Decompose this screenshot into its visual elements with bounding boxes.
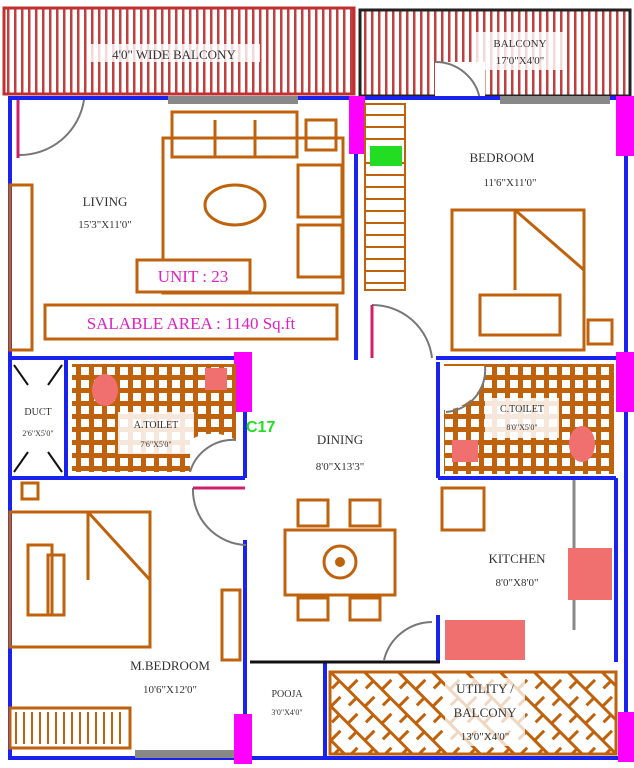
utility-label: UTILITY / [456,681,514,696]
sink-icon [445,620,525,660]
utility-label-2: BALCONY [454,705,517,720]
kitchen-label: KITCHEN [488,551,546,566]
salable-area-box [43,303,339,341]
wide-balcony-label: 4'0" WIDE BALCONY [112,47,236,62]
bedroom-size: 11'6"X11'0" [483,177,536,189]
balcony-size: 17'0"X4'0" [496,55,544,67]
utility-size: 13'0"X4'0" [461,731,509,743]
m-bedroom-label: M.BEDROOM [130,658,210,673]
duct: DUCT 2'6"X5'0" [13,364,63,473]
bedside-table [20,481,40,501]
bedroom: BEDROOM 11'6"X11'0" [370,150,614,359]
columns [234,96,634,764]
wc-icon [569,426,595,462]
duct-size: 2'6"X5'0" [22,429,53,438]
pooja-label: POOJA [271,689,303,700]
fridge [440,486,486,532]
wc-icon [92,374,118,406]
sofa [170,110,299,159]
washbasin-icon [452,440,478,462]
a-toilet-label: A.TOILET [134,420,179,431]
c-toilet: C.TOILET 8'0"X5'0" [444,364,614,474]
wide-balcony: 4'0" WIDE BALCONY [2,6,356,96]
balcony: BALCONY 17'0"X4'0" [358,8,632,101]
tv-unit [8,183,34,352]
master-bedroom: M.BEDROOM 10'6"X12'0" [8,481,242,750]
unit-label-box [135,258,252,294]
chair [348,596,382,622]
m-bedroom-size: 10'6"X12'0" [143,684,197,696]
dining-label: DINING [317,432,363,447]
c-toilet-label: C.TOILET [500,404,544,415]
living-label: LIVING [83,194,128,209]
dining-table [283,528,397,597]
balcony-label: BALCONY [493,38,546,50]
pillows [478,293,562,337]
stove-icon [568,548,612,600]
living-room: LIVING 15'3"X11'0" UNIT : 23 SALABLE ARE… [8,99,345,352]
dining: DINING 8'0"X13'3" [191,432,486,622]
bedside-table [586,318,614,346]
kitchen: KITCHEN 8'0"X8'0" [383,480,612,661]
kitchen-size: 8'0"X8'0" [496,577,539,589]
unit-label: UNIT : 23 [158,267,229,286]
c-toilet-size: 8'0"X5'0" [506,423,537,432]
chair [348,498,382,528]
dining-size: 8'0"X13'3" [316,461,364,473]
chair [296,498,330,528]
living-size: 15'3"X11'0" [78,219,131,231]
utility-balcony: UTILITY / BALCONY 13'0"X4'0" [328,670,618,756]
a-toilet: A.TOILET 7'6"X5'0" C17 [72,364,275,473]
staircase [364,103,406,291]
bed [8,510,152,649]
chair [296,596,330,622]
wardrobe [8,706,132,750]
green-marker [370,146,402,166]
tv-unit [220,588,242,662]
armchair [296,223,344,279]
a-toilet-size: 7'6"X5'0" [140,440,171,449]
side-table [304,118,338,152]
bed [450,208,586,352]
washbasin-icon [205,368,227,390]
duct-label: DUCT [24,407,51,418]
pooja: POOJA 3'0"X4'0" [271,689,303,717]
column-marker-c17: C17 [246,419,275,436]
coffee-table [203,183,267,227]
armchair [296,163,344,219]
pooja-size: 3'0"X4'0" [271,708,302,717]
salable-area: SALABLE AREA : 1140 Sq.ft [87,314,296,333]
bedroom-label: BEDROOM [469,150,534,165]
